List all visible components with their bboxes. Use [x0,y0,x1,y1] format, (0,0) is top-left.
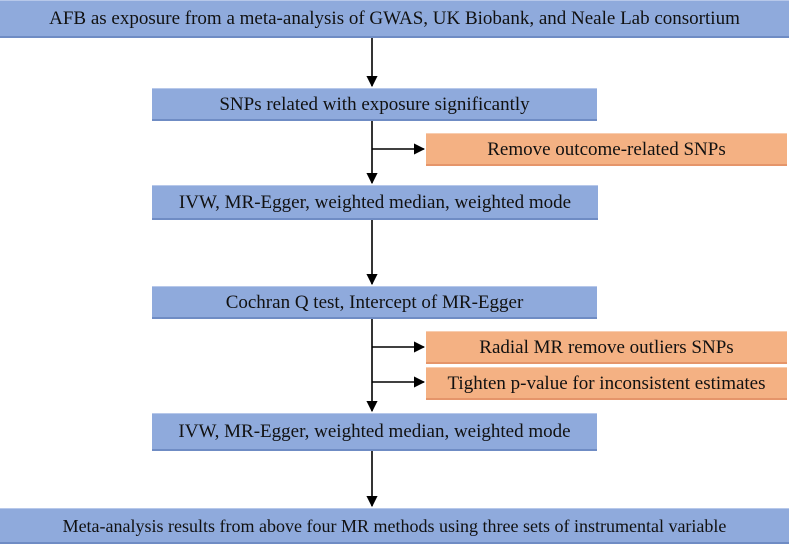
step-snp-selection-label: SNPs related with exposure significantly [219,93,530,115]
side-step-tighten-pvalue: Tighten p-value for inconsistent estimat… [426,367,787,400]
side-step-remove-outcome-snps-label: Remove outcome-related SNPs [487,138,726,160]
side-step-tighten-pvalue-label: Tighten p-value for inconsistent estimat… [447,372,766,394]
side-step-remove-outcome-snps: Remove outcome-related SNPs [426,133,787,166]
step-mr-methods-2-label: IVW, MR-Egger, weighted median, weighted… [178,421,571,442]
step-snp-selection: SNPs related with exposure significantly [152,88,597,121]
step-exposure-source-label: AFB as exposure from a meta-analysis of … [49,8,740,29]
step-sensitivity-tests: Cochran Q test, Intercept of MR-Egger [152,286,597,319]
step-exposure-source: AFB as exposure from a meta-analysis of … [0,0,789,38]
step-sensitivity-tests-label: Cochran Q test, Intercept of MR-Egger [225,291,524,313]
side-step-radial-mr: Radial MR remove outliers SNPs [426,331,787,364]
step-mr-methods-2: IVW, MR-Egger, weighted median, weighted… [152,413,597,451]
step-mr-methods-1-label: IVW, MR-Egger, weighted median, weighted… [178,191,572,213]
side-step-radial-mr-label: Radial MR remove outliers SNPs [479,336,734,358]
step-meta-analysis-results-label: Meta-analysis results from above four MR… [62,515,727,536]
step-mr-methods-1: IVW, MR-Egger, weighted median, weighted… [152,185,598,220]
step-meta-analysis-results: Meta-analysis results from above four MR… [0,508,789,544]
